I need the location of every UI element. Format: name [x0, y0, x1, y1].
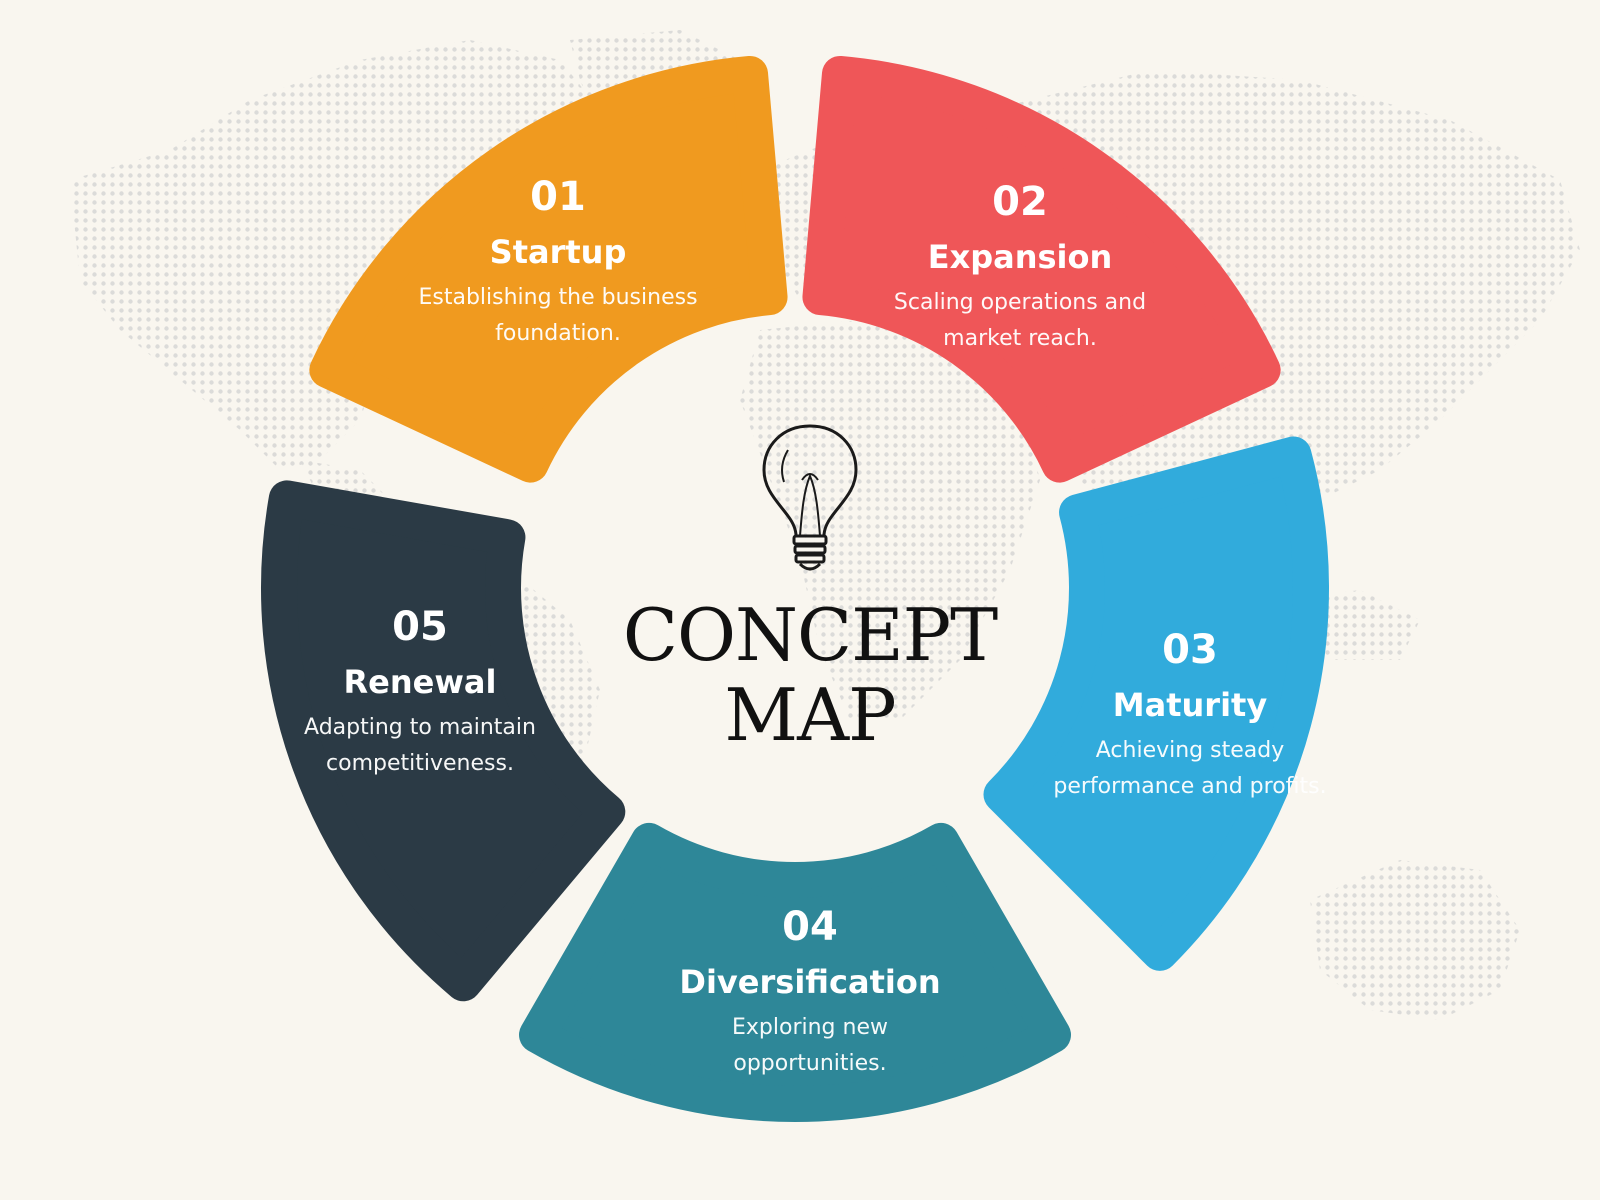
segment-title: Startup	[489, 233, 627, 271]
segment-diversification-shape[interactable]	[519, 822, 1071, 1122]
segment-expansion-shape[interactable]	[802, 55, 1281, 483]
segment-maturity-shape[interactable]	[983, 436, 1329, 971]
segment-number: 03	[1162, 627, 1218, 673]
segment-expansion[interactable]: 02 Expansion Scaling operations and mark…	[880, 175, 1160, 357]
segment-description: Scaling operations and market reach.	[893, 290, 1147, 351]
segment-title: Renewal	[343, 663, 497, 701]
segment-title: Expansion	[927, 238, 1113, 276]
light-bulb-icon	[762, 424, 858, 571]
segment-description: Achieving steady performance and profits…	[1053, 738, 1327, 799]
segment-title: Diversification	[679, 963, 941, 1001]
cycle-ring	[261, 55, 1329, 1122]
segment-number: 01	[530, 174, 586, 220]
title-line-2: MAP	[724, 673, 896, 757]
segment-diversification[interactable]: 04 Diversification Exploring new opportu…	[655, 900, 965, 1082]
concept-map-title: CONCEPT MAP	[600, 595, 1020, 755]
title-line-1: CONCEPT	[622, 593, 998, 677]
segment-number: 05	[392, 604, 448, 650]
segment-number: 02	[992, 179, 1048, 225]
segment-description: Adapting to maintain competitiveness.	[304, 715, 536, 776]
segment-description: Exploring new opportunities.	[732, 1015, 888, 1076]
segment-number: 04	[782, 904, 838, 950]
segment-title: Maturity	[1112, 686, 1268, 724]
segment-renewal[interactable]: 05 Renewal Adapting to maintain competit…	[280, 600, 560, 782]
segment-maturity[interactable]: 03 Maturity Achieving steady performance…	[1050, 623, 1330, 805]
segment-description: Establishing the business foundation.	[418, 285, 698, 346]
segment-startup-shape[interactable]	[309, 55, 788, 483]
segment-renewal-shape[interactable]	[261, 480, 626, 1002]
segment-startup[interactable]: 01 Startup Establishing the business fou…	[418, 170, 698, 352]
